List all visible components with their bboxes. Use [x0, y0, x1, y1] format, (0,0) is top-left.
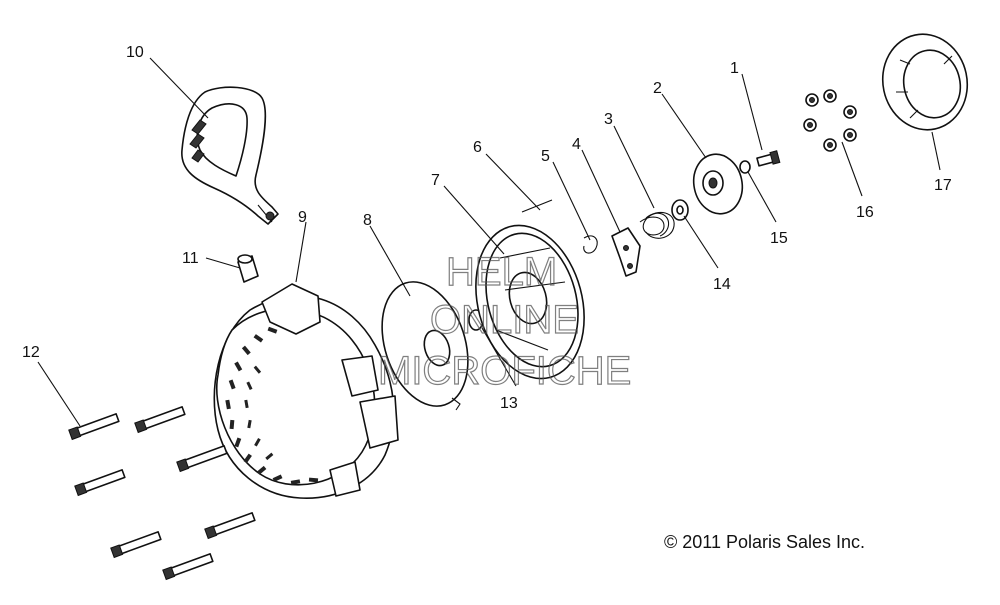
- drive-cup: [881, 33, 969, 131]
- watermark-line-3: MICROFICHE: [378, 349, 631, 393]
- bolt: [110, 531, 162, 559]
- flange-nuts: [803, 89, 857, 152]
- starter-handle: [181, 86, 279, 225]
- nut: [843, 128, 857, 142]
- friction-plate: [381, 281, 469, 411]
- copyright-notice: © 2011 Polaris Sales Inc.: [664, 532, 866, 552]
- ratchet-pawl: [611, 227, 641, 277]
- watermark: HELM ONLINE MICROFICHE: [377, 249, 632, 393]
- nut: [843, 105, 857, 119]
- callout-3: 3: [604, 111, 613, 128]
- callout-1: 1: [730, 60, 739, 77]
- nut: [803, 118, 817, 132]
- starter-rope: [521, 199, 553, 213]
- callout-11: 11: [182, 250, 199, 267]
- callout-17: 17: [934, 177, 952, 194]
- callout-10: 10: [126, 44, 144, 61]
- bolt: [74, 469, 126, 497]
- leader-lines: [37, 57, 941, 427]
- center-bolt: [756, 150, 781, 167]
- recoil-housing: [213, 283, 399, 499]
- callout-8: 8: [363, 212, 372, 229]
- callout-14: 14: [713, 276, 731, 293]
- callout-16: 16: [856, 204, 874, 221]
- callout-5: 5: [541, 148, 550, 165]
- nut: [823, 138, 837, 152]
- callout-7: 7: [431, 172, 440, 189]
- bolt: [162, 553, 214, 581]
- callout-6: 6: [473, 139, 482, 156]
- flat-washer: [739, 160, 751, 174]
- drive-disc: [692, 153, 744, 215]
- bolt: [176, 445, 228, 473]
- plug-cap: [237, 254, 259, 283]
- watermark-line-1: HELM: [446, 250, 557, 294]
- rope-pulley: [475, 224, 585, 380]
- callout-4: 4: [572, 136, 581, 153]
- callout-15: 15: [770, 230, 788, 247]
- callout-13: 13: [500, 395, 518, 412]
- bolt: [134, 406, 186, 434]
- bolt: [204, 512, 256, 540]
- bolt: [68, 413, 120, 441]
- return-spring: [639, 211, 675, 239]
- callout-9: 9: [298, 209, 307, 226]
- watermark-line-2: ONLINE: [430, 298, 579, 342]
- small-washer: [671, 199, 689, 221]
- callout-2: 2: [653, 80, 662, 97]
- housing-bolts: [68, 406, 256, 581]
- callout-12: 12: [22, 344, 40, 361]
- nut: [823, 89, 837, 103]
- nut: [805, 93, 819, 107]
- spring-clip: [583, 235, 598, 254]
- callout-labels: 1 2 3 4 5 6 7 8 9 10 11 12 13 14 15 16 1…: [22, 44, 952, 412]
